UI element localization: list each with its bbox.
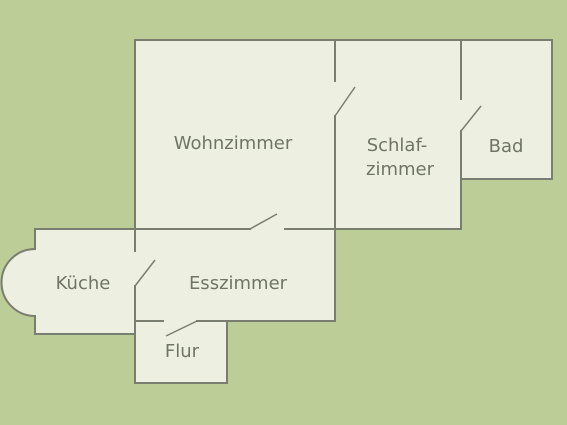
label-kueche: Küche [56,273,111,294]
label-schlafzimmer-line2: zimmer [366,159,435,180]
door-schlafzimmer-bad [460,105,482,132]
label-schlafzimmer-line1: Schlaf- [367,135,428,156]
bad-area [461,40,552,179]
door-kueche-esszimmer [134,259,156,287]
door-wohnzimmer-esszimmer [249,213,278,230]
label-wohnzimmer: Wohnzimmer [174,133,293,154]
esszimmer-area [135,229,335,321]
room-fills [2,40,552,383]
flur-area [135,321,227,383]
door-wohnzimmer-schlafzimmer [334,86,356,117]
label-esszimmer: Esszimmer [189,273,288,294]
door-esszimmer-flur [165,320,198,337]
kueche-area [35,229,135,334]
doors [134,86,482,337]
wohnzimmer-area [135,40,335,229]
label-bad: Bad [489,136,524,157]
kueche-bay-area [2,249,37,316]
wall-kueche-bay [0,247,37,318]
label-flur: Flur [165,341,200,362]
schlafzimmer-area [335,40,461,229]
walls [0,39,553,384]
room-labels: Wohnzimmer Schlaf- zimmer Bad Küche Essz… [56,133,524,362]
